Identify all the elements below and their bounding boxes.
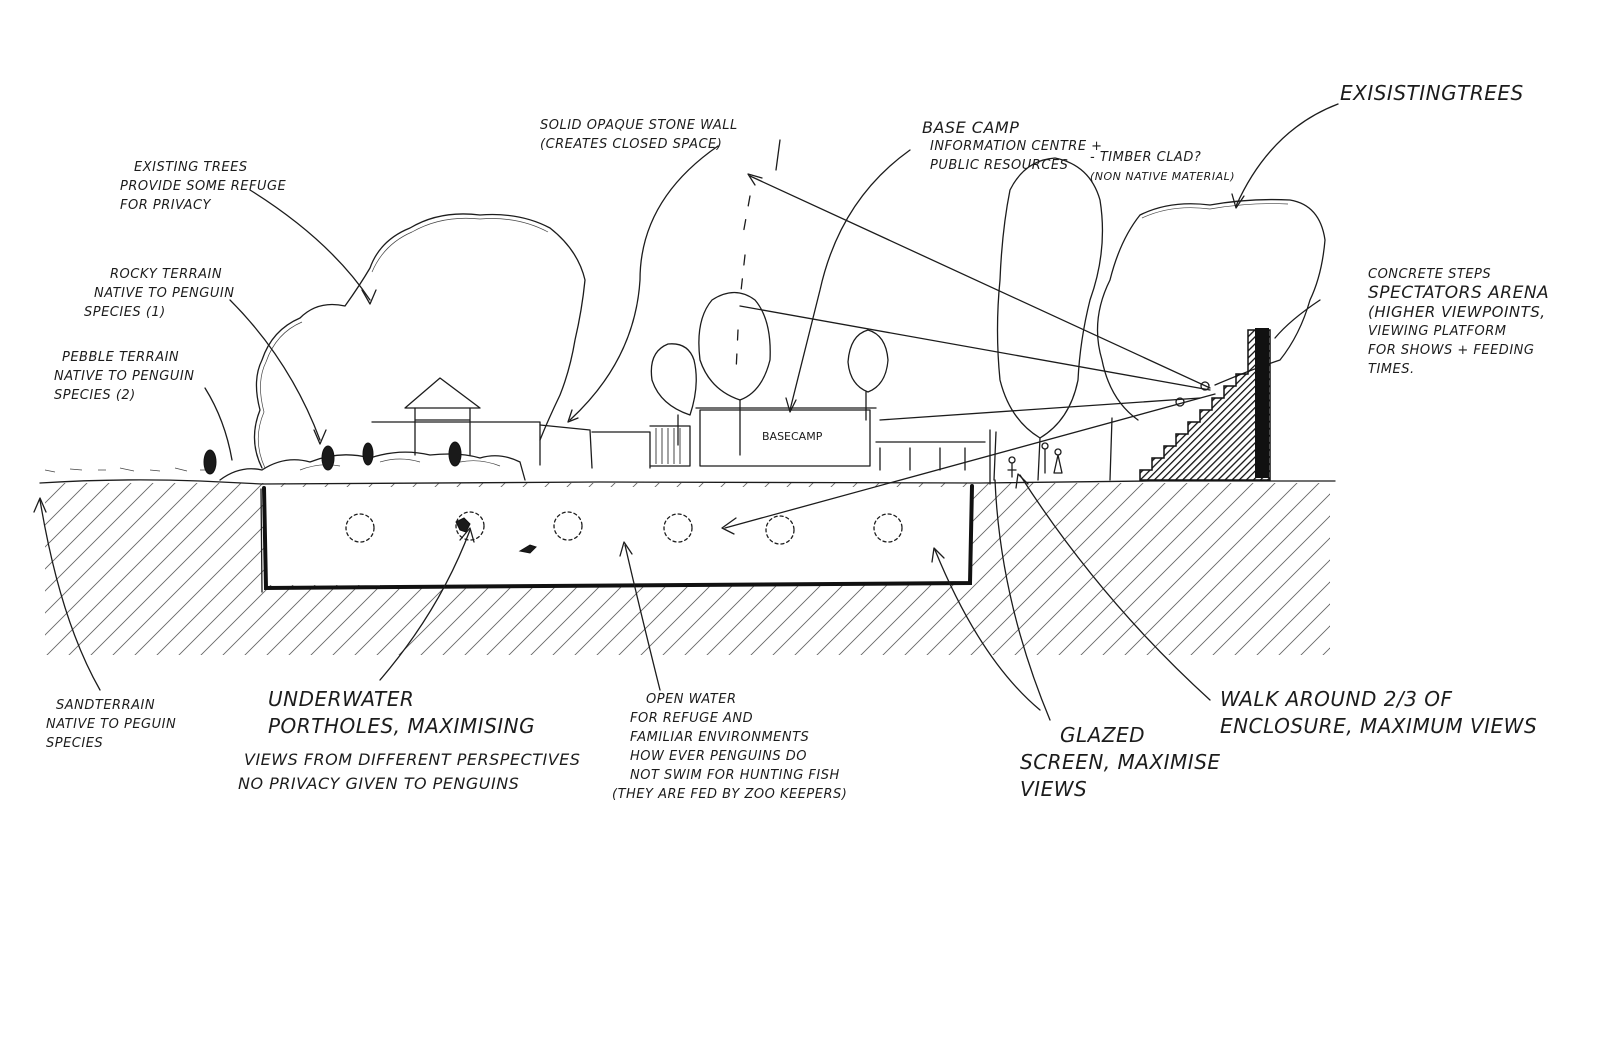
sight-lines: [721, 139, 1216, 535]
existing-trees-right: [996, 157, 1326, 481]
note-existing-trees-right: EXISISTINGTREES: [1340, 81, 1524, 105]
note-timber-clad: - TIMBER CLAD? (NON NATIVE MATERIAL): [1090, 150, 1236, 183]
hut: [404, 377, 481, 456]
pool-wall: [262, 484, 974, 591]
base-camp-sign: BASECAMP: [762, 430, 823, 443]
leader-arrows: [33, 103, 1339, 721]
note-rocky-terrain: ROCKY TERRAIN NATIVE TO PENGUIN SPECIES …: [84, 267, 235, 320]
stone-wall: [371, 421, 691, 469]
note-concrete-steps: CONCRETE STEPS SPECTATORS ARENA (HIGHER …: [1368, 267, 1550, 377]
note-walk-around: WALK AROUND 2/3 OF ENCLOSURE, MAXIMUM VI…: [1220, 687, 1538, 738]
swimming-penguins: [455, 517, 537, 554]
background-trees: [650, 291, 889, 456]
note-sand-terrain: SANDTERRAIN NATIVE TO PEGUIN SPECIES: [46, 698, 177, 751]
note-open-water: OPEN WATER FOR REFUGE AND FAMILIAR ENVIR…: [612, 692, 848, 802]
ground-line: [39, 479, 1336, 485]
note-glazed-screen: GLAZED SCREEN, MAXIMISE VIEWS: [1020, 723, 1221, 801]
visitors: [1007, 381, 1210, 478]
note-existing-trees-left: EXISTING TREES PROVIDE SOME REFUGE FOR P…: [120, 160, 287, 213]
concrete-steps: [1139, 328, 1271, 481]
base-camp-building: BASECAMP: [695, 407, 986, 471]
portholes: [345, 511, 903, 545]
note-pebble-terrain: PEBBLE TERRAIN NATIVE TO PENGUIN SPECIES…: [54, 350, 195, 403]
note-underwater: UNDERWATER PORTHOLES, MAXIMISING: [268, 687, 536, 738]
note-stone-wall: SOLID OPAQUE STONE WALL (CREATES CLOSED …: [540, 118, 738, 152]
existing-tree-left: [253, 213, 586, 469]
pool-water: [266, 487, 972, 585]
standing-penguins: [203, 441, 462, 475]
note-views-perspectives: VIEWS FROM DIFFERENT PERSPECTIVES NO PRI…: [238, 750, 581, 793]
note-base-camp: BASE CAMP INFORMATION CENTRE + PUBLIC RE…: [922, 118, 1103, 173]
